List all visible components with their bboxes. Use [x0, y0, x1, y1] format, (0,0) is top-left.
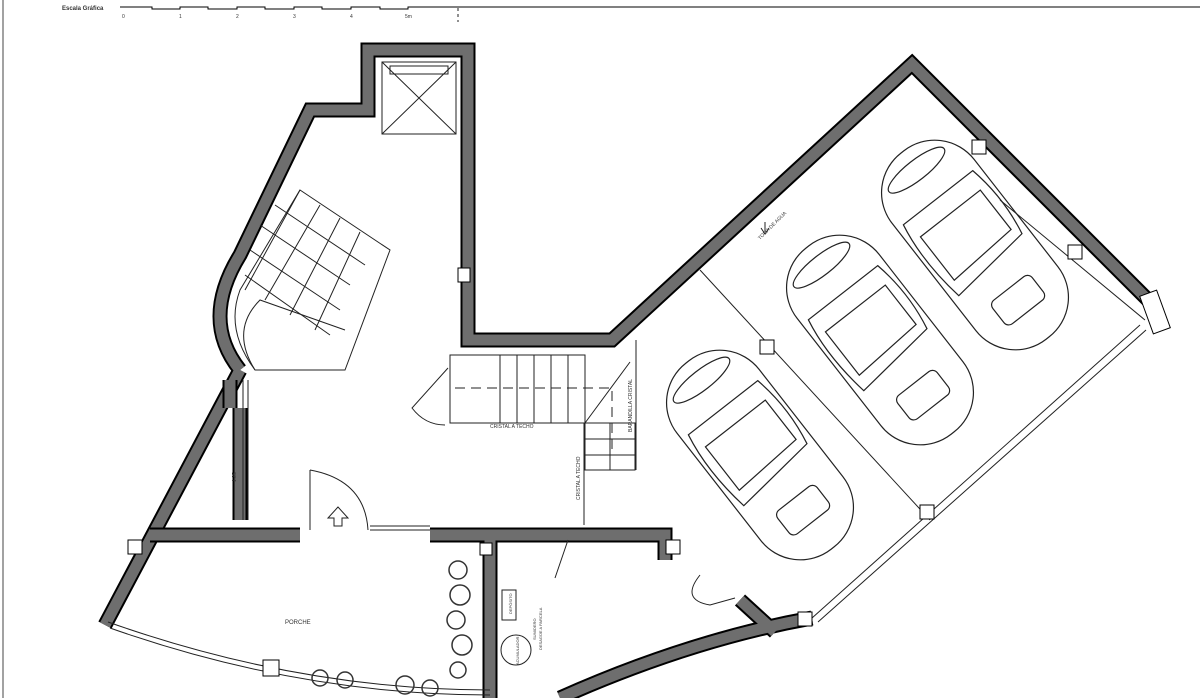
scale-tick: 2 — [236, 14, 239, 20]
car — [880, 139, 1070, 351]
car — [665, 349, 855, 561]
utility-room: DEPÓSITO ACUMULADOR SUMIDERO DESAGÜE A P… — [500, 539, 736, 666]
label-height: 1.35 — [232, 472, 238, 482]
label-water-intake: TOMA DE AGUA — [757, 210, 788, 241]
lift-shaft — [381, 61, 457, 135]
label-drain-outlet: DESAGÜE A PARCELA — [538, 607, 543, 650]
scale-bar: Escala Gráfica 0 1 2 3 4 5m — [62, 6, 1200, 22]
scale-tick: 1 — [179, 14, 182, 20]
label-crystal-ceiling: CRISTAL A TECHO — [490, 424, 534, 430]
label-accumulator: ACUMULADOR — [515, 636, 520, 665]
stair-left — [234, 189, 391, 371]
label-porch: PORCHE — [285, 620, 311, 626]
entrance-door: 1.35 — [232, 469, 369, 531]
scale-bar-title: Escala Gráfica — [62, 6, 104, 12]
water-intake: TOMA DE AGUA — [757, 210, 788, 241]
stair-center: CRISTAL A TECHO CRISTAL A TECHO BARANDIL… — [411, 340, 637, 525]
label-drain: SUMIDERO — [532, 618, 537, 640]
label-crystal-ceiling: CRISTAL A TECHO — [576, 456, 582, 500]
car — [785, 234, 975, 446]
columns — [127, 139, 1171, 677]
scale-tick: 0 — [122, 14, 125, 20]
planters — [311, 560, 473, 697]
label-deposit: DEPÓSITO — [508, 593, 513, 614]
parked-cars — [665, 139, 1070, 561]
scale-tick: 3 — [293, 14, 296, 20]
walls — [98, 42, 1154, 698]
scale-tick: 4 — [350, 14, 353, 20]
scale-tick: 5m — [405, 14, 412, 20]
label-glass-railing: BARANDILLA CRISTAL — [628, 379, 634, 432]
entry-arrow-icon — [326, 506, 350, 527]
scale-bar-line — [120, 6, 1200, 10]
